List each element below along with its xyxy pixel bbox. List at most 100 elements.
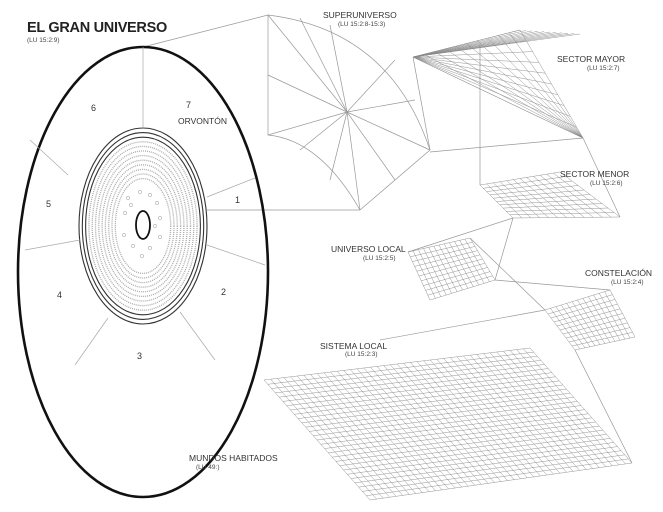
grid-line	[279, 364, 545, 398]
ring	[108, 168, 178, 284]
grid-line	[328, 417, 592, 454]
fan-line	[412, 56, 577, 128]
major-sector-grid	[412, 29, 584, 139]
fan-line	[412, 30, 527, 58]
superuniverse-ref: (LU 15:2:8-15:3)	[338, 21, 386, 28]
connector-line	[407, 217, 514, 253]
grid-line	[351, 442, 614, 479]
grid-line	[267, 351, 534, 385]
grid-line	[301, 388, 567, 424]
grid-line	[305, 392, 571, 428]
grid-line	[493, 189, 585, 199]
grid-line	[544, 289, 611, 311]
wedge-ray	[346, 111, 361, 211]
grid-line	[429, 279, 496, 301]
satellite-dot	[129, 203, 133, 207]
grid-line	[369, 462, 633, 501]
grid-line	[496, 194, 591, 202]
sector-2: 2	[221, 287, 227, 297]
wedge-ray	[329, 111, 348, 181]
satellite-dot	[140, 254, 144, 258]
grand-universe-ellipse	[16, 45, 270, 499]
ring	[101, 159, 185, 293]
grid-line	[286, 372, 552, 406]
ring	[111, 173, 175, 279]
grid-line	[547, 294, 613, 315]
grid-line	[425, 271, 491, 291]
satellite-dot	[158, 235, 162, 239]
satellite-dot	[131, 244, 135, 248]
grid-line	[290, 376, 556, 411]
sector-5: 5	[46, 199, 52, 209]
ring	[81, 132, 205, 320]
wedge-ray	[267, 111, 348, 136]
wedge-ray	[329, 24, 348, 113]
sector-4: 4	[57, 290, 63, 300]
grid-line	[416, 254, 481, 272]
grid-line	[362, 454, 625, 492]
connector-line	[494, 217, 514, 281]
superuniverse-wedge	[267, 14, 431, 211]
sector-divider	[206, 244, 266, 266]
grid-line	[309, 397, 574, 432]
sector-divider	[179, 311, 216, 361]
grid-line	[263, 347, 531, 381]
grid-line	[550, 299, 616, 319]
constellation-ref: (LU 15:2:4)	[611, 279, 644, 286]
grid-line	[423, 267, 488, 286]
grid-line	[499, 198, 597, 206]
local-system-grid	[263, 347, 633, 501]
connector-line	[582, 137, 621, 218]
grid-line	[294, 380, 560, 415]
grid-line	[486, 180, 573, 192]
ring	[94, 150, 192, 302]
local-universe-ref: (LU 15:2:5)	[363, 255, 396, 262]
ring	[114, 177, 172, 275]
satellite-dot	[138, 190, 142, 194]
grid-line	[354, 446, 618, 484]
grid-line	[562, 317, 626, 335]
major-sector-ref: (LU 15:2:7)	[587, 65, 620, 72]
fan-line	[498, 35, 584, 139]
grid-line	[324, 413, 589, 449]
wedge-ray	[267, 74, 348, 113]
ring	[98, 154, 188, 298]
satellite-dot	[122, 233, 126, 237]
fan-line	[412, 32, 557, 58]
fan-line	[434, 51, 584, 139]
wedge-ray	[346, 59, 396, 113]
connector-line	[429, 137, 584, 153]
fan-line	[412, 56, 584, 139]
grid-line	[489, 185, 579, 196]
ring	[104, 164, 182, 288]
satellite-dot	[155, 201, 159, 205]
sector-divider	[29, 139, 69, 176]
fan-line	[412, 56, 571, 117]
sector-7: 7	[186, 100, 192, 110]
grid-line	[316, 405, 582, 441]
grid-line	[313, 401, 578, 436]
fan-line	[477, 40, 584, 139]
wedge-ray	[267, 14, 348, 113]
fan-line	[412, 56, 565, 106]
fan-line	[487, 37, 584, 139]
connector-line	[412, 56, 431, 151]
fan-line	[412, 33, 581, 58]
grid-line	[414, 250, 478, 267]
wedge-ray	[346, 111, 431, 151]
fan-line	[412, 30, 533, 58]
sector-divider	[24, 239, 81, 251]
grid-line	[568, 327, 631, 343]
connector-line	[379, 309, 546, 341]
satellite-dot	[123, 211, 127, 215]
connector-line	[142, 14, 269, 48]
grid-line	[339, 429, 603, 466]
connector-line	[494, 279, 611, 291]
wedge-ray	[299, 111, 348, 151]
fan-line	[412, 31, 545, 58]
grid-line	[553, 303, 618, 323]
fan-line	[509, 32, 584, 139]
paradise-core	[135, 210, 151, 240]
satellite-dot	[148, 193, 152, 197]
